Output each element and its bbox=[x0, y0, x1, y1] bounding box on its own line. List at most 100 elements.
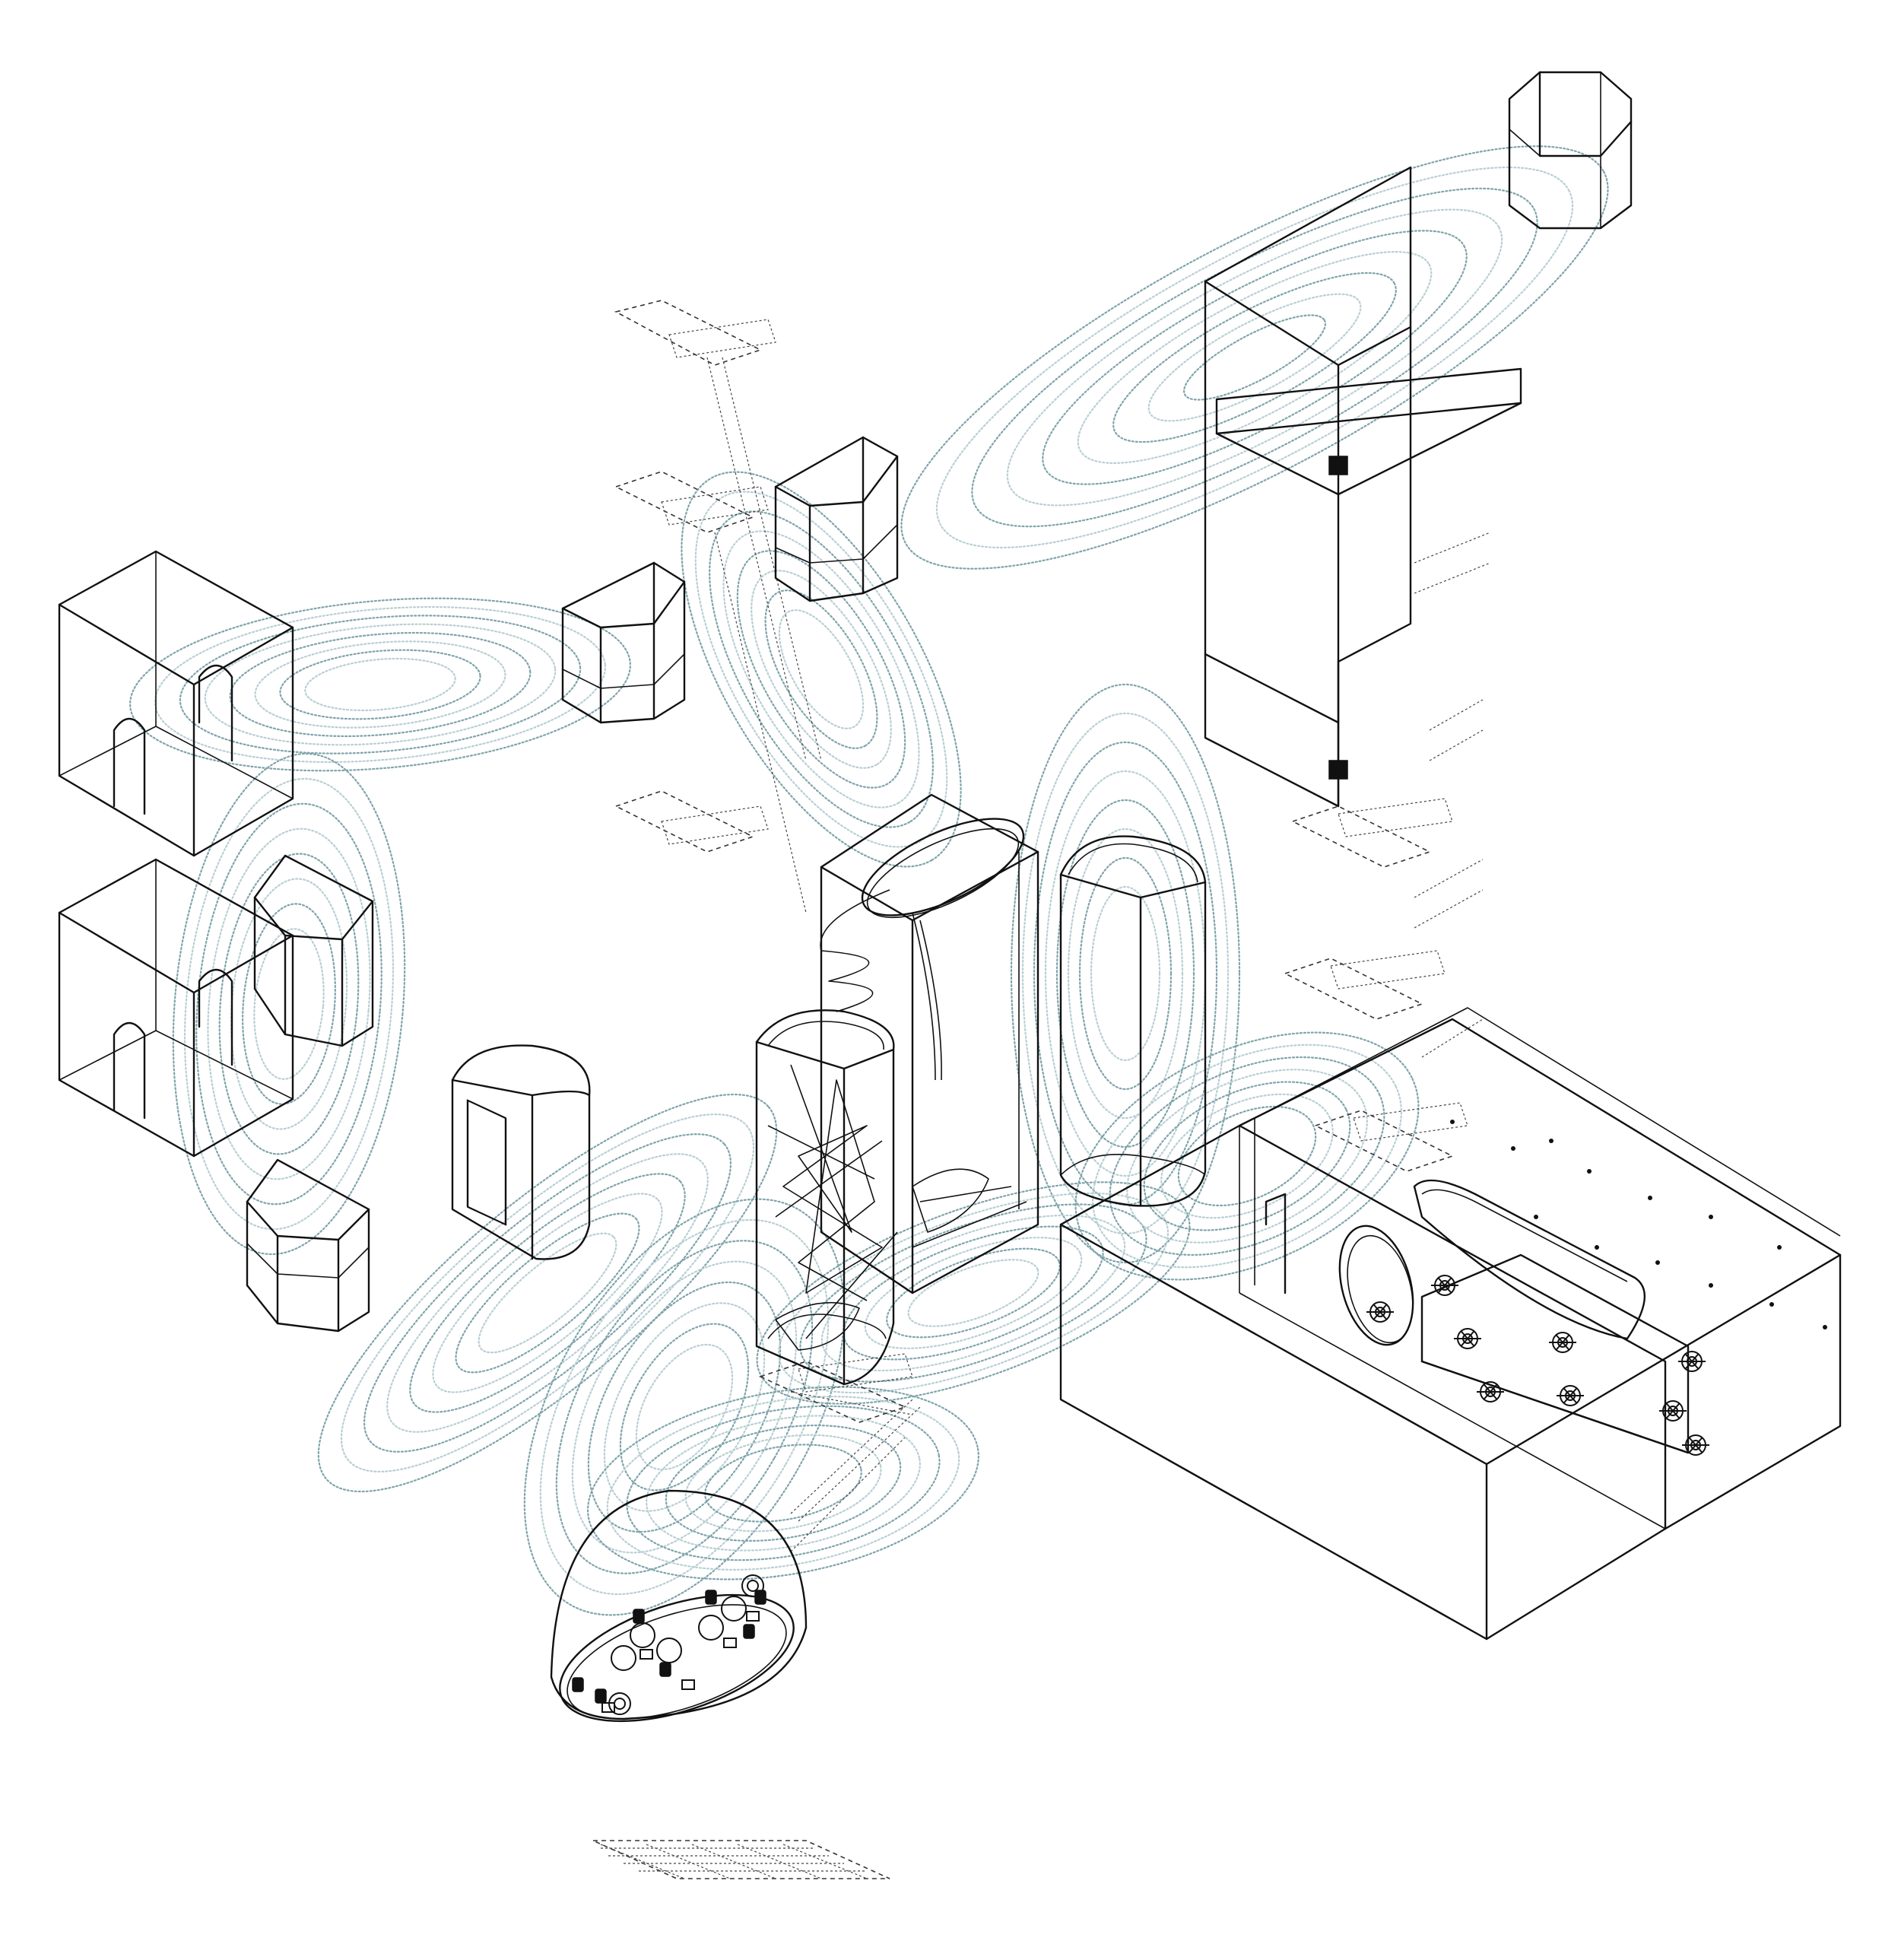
contour-ring bbox=[587, 1386, 979, 1580]
contour-ring bbox=[523, 1198, 846, 1616]
contour-ring bbox=[619, 1323, 750, 1491]
wall-dot bbox=[1769, 1302, 1774, 1307]
contour-ring bbox=[1078, 856, 1173, 1091]
contour-ring bbox=[900, 145, 1609, 570]
contour-ring bbox=[756, 1181, 1191, 1405]
contour-ring bbox=[1109, 1056, 1385, 1256]
contour-ring bbox=[1177, 1105, 1317, 1207]
contour-ring bbox=[704, 1444, 862, 1523]
contour-ring bbox=[864, 1237, 1083, 1349]
contour-ring bbox=[254, 640, 506, 729]
fixture bbox=[1678, 1351, 1706, 1372]
contour-ring bbox=[799, 1203, 1147, 1383]
contour-ring bbox=[777, 1192, 1169, 1394]
contour-ring bbox=[681, 471, 962, 868]
rounded-cylinder-left bbox=[451, 1044, 591, 1260]
dome-block bbox=[754, 1590, 766, 1605]
contour-ring bbox=[709, 510, 934, 828]
contour-ring bbox=[386, 1153, 709, 1433]
dome-block bbox=[572, 1677, 584, 1692]
contour-ring bbox=[340, 1113, 755, 1472]
dome-tile bbox=[746, 1611, 760, 1622]
contour-ring bbox=[1067, 828, 1184, 1120]
contour-ring bbox=[242, 903, 336, 1105]
contour-ring bbox=[1126, 1069, 1368, 1244]
dome-tile bbox=[601, 1702, 615, 1713]
contour-ring bbox=[154, 605, 607, 764]
contour-ring bbox=[1044, 770, 1207, 1177]
contour-ring bbox=[971, 187, 1538, 528]
wall-dot bbox=[1511, 1146, 1515, 1151]
contour-ring bbox=[253, 928, 325, 1080]
contour-ring bbox=[555, 1240, 814, 1574]
dome-seat bbox=[630, 1622, 655, 1648]
dome-lamp bbox=[608, 1692, 631, 1715]
contour-ring bbox=[1147, 293, 1362, 422]
contour-ring bbox=[778, 609, 865, 729]
dome-tile bbox=[681, 1679, 695, 1690]
hexagonal-prism-upper-middle bbox=[774, 436, 899, 602]
stair-stack-middle bbox=[758, 1353, 921, 1552]
contour-ring bbox=[694, 491, 948, 848]
contour-ring bbox=[820, 1214, 1126, 1372]
contour-ring bbox=[129, 597, 631, 772]
contour-ring bbox=[684, 1434, 882, 1533]
dome-block bbox=[595, 1688, 607, 1704]
wall-dot bbox=[1595, 1245, 1599, 1250]
dome-seat bbox=[721, 1596, 747, 1622]
dome-seat bbox=[698, 1615, 724, 1641]
contour-ring bbox=[1112, 272, 1397, 443]
contour-ring bbox=[179, 615, 582, 754]
contour-ring bbox=[1143, 1081, 1351, 1231]
fixture bbox=[1659, 1400, 1687, 1422]
contour-ring bbox=[304, 657, 456, 712]
arched-room-lower-left bbox=[58, 858, 294, 1158]
contour-ring bbox=[1021, 712, 1230, 1235]
contour-ring bbox=[218, 853, 360, 1155]
contour-ring bbox=[432, 1193, 663, 1393]
tall-hexagonal-prism-top-right bbox=[1508, 71, 1633, 230]
contour-ring bbox=[1074, 1031, 1420, 1281]
dome-with-fixtures bbox=[550, 1489, 808, 1723]
contour-ring bbox=[279, 649, 481, 720]
wall-dot bbox=[1655, 1260, 1660, 1265]
wall-dot bbox=[1823, 1325, 1827, 1329]
contour-field bbox=[129, 145, 1609, 1616]
fixture bbox=[1557, 1385, 1584, 1406]
contour-ring bbox=[1182, 314, 1327, 401]
dome-seat bbox=[656, 1638, 682, 1663]
contour-ring bbox=[204, 623, 557, 746]
fixture bbox=[1682, 1434, 1709, 1456]
contour-ring bbox=[736, 550, 906, 789]
contour-ring bbox=[1160, 1093, 1334, 1219]
fixture bbox=[1431, 1275, 1458, 1296]
contour-ring bbox=[455, 1212, 640, 1374]
contour-ring bbox=[317, 1093, 778, 1493]
wall-dot bbox=[1587, 1169, 1592, 1174]
dome-lamp bbox=[741, 1574, 764, 1597]
contour-ring bbox=[635, 1343, 734, 1471]
contour-ring bbox=[478, 1232, 617, 1354]
contour-ring bbox=[722, 530, 920, 808]
stair-stack-right bbox=[1283, 532, 1491, 1172]
tall-slab-tower bbox=[1204, 166, 1522, 808]
contour-ring bbox=[1092, 1044, 1402, 1269]
contour-ring bbox=[665, 1424, 902, 1542]
contour-ring bbox=[626, 1405, 941, 1561]
central-twin-towers bbox=[755, 793, 1039, 1386]
fixture bbox=[1366, 1301, 1394, 1323]
contour-ring bbox=[751, 570, 892, 769]
contour-ring bbox=[907, 1259, 1039, 1327]
large-box-lower-right bbox=[1059, 1007, 1842, 1641]
wall-dot bbox=[1534, 1215, 1538, 1219]
contour-ring bbox=[646, 1415, 921, 1552]
dome-block bbox=[743, 1624, 755, 1639]
fixture bbox=[1477, 1381, 1504, 1402]
contour-ring bbox=[1006, 208, 1503, 507]
contour-ring bbox=[409, 1173, 686, 1413]
contour-ring bbox=[935, 166, 1574, 549]
wall-dot bbox=[1777, 1245, 1782, 1250]
contour-ring bbox=[1055, 799, 1195, 1148]
contour-ring bbox=[183, 777, 395, 1231]
